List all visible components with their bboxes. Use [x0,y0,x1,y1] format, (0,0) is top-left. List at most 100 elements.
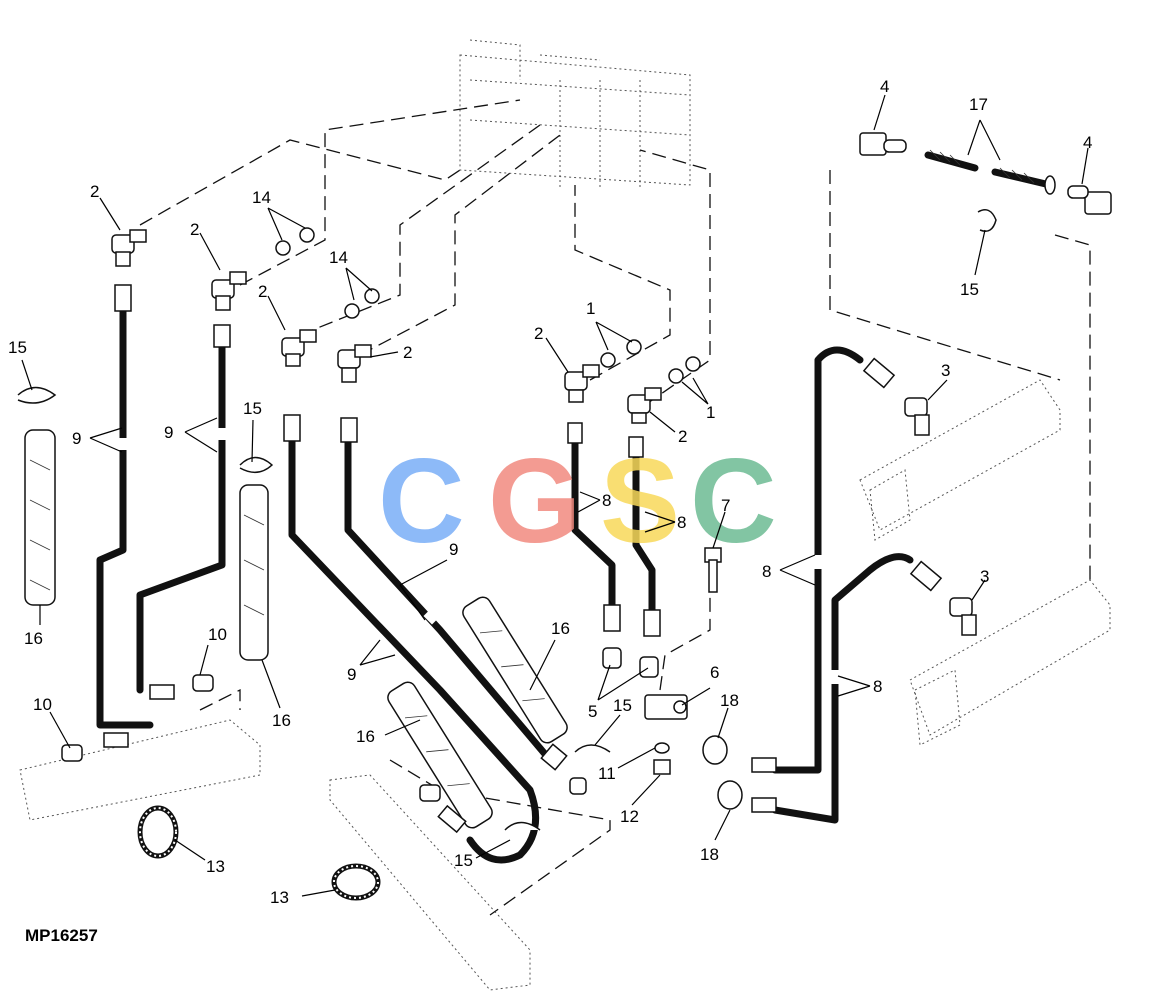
hose-clamp-13-a [137,805,179,859]
callout-9-c: 9 [449,540,458,559]
fitting-14-b [344,288,380,319]
hose-9-c [288,436,540,864]
callout-15-b: 15 [243,399,262,418]
callout-14-a: 14 [252,188,271,207]
watermark-letter-1: C [378,434,465,568]
callout-13-a: 13 [206,857,225,876]
callout-9-a: 9 [72,429,81,448]
callout-16-c: 16 [551,619,570,638]
fitting-14-a [275,227,315,256]
callout-7: 7 [721,496,730,515]
hose-17-b [991,168,1054,189]
fitting-2-a [111,229,147,267]
hose-8-b [632,446,656,619]
fitting-2-c [281,329,317,367]
fitting-bottom [419,777,587,802]
callout-3-lower: 3 [980,567,989,586]
sleeve-16-bottom [387,681,493,829]
callout-8-b: 8 [677,513,686,532]
hose-8-a [571,436,616,614]
hose-clamp-13-b [331,863,381,901]
clip-15-a [17,386,57,404]
leader-lines [21,94,1089,897]
hose-8-c [771,346,864,774]
fitting-2-b [211,271,247,311]
fitting-10-a [192,674,214,692]
fitting-1-a [600,339,642,368]
clip-15-e [977,209,997,232]
washer-11 [654,742,670,754]
cylinder-outline-upper [859,379,1061,541]
frame-outline-left [19,719,261,821]
fitting-2-d [337,344,372,383]
callout-2-e: 2 [534,324,543,343]
valve-block-outline [459,39,691,190]
hoses [96,151,1054,864]
callout-2-a: 2 [90,182,99,201]
figure-id: MP16257 [25,926,98,945]
callout-11: 11 [598,764,616,783]
fitting-4-b [1067,185,1112,215]
callout-15-e: 15 [960,280,979,299]
hose-9-d [344,436,554,764]
watermark-letter-4: C [690,434,777,568]
callout-5: 5 [588,702,597,721]
callout-9-d: 9 [347,665,356,684]
callout-16-b: 16 [272,711,291,730]
callout-8-d: 8 [873,677,882,696]
callout-18-b: 18 [700,845,719,864]
hose-9-a [96,306,154,729]
protective-sleeves [24,149,1056,829]
watermark-letter-3: S [600,434,680,568]
callout-1-upper: 1 [586,299,595,318]
callout-15-d: 15 [454,851,473,870]
callout-16-d: 16 [356,727,375,746]
callout-labels: 1 1 2 2 2 2 2 2 2 3 3 4 4 5 6 7 8 8 8 8 … [8,77,1092,907]
callout-6: 6 [710,663,719,682]
callout-9-b: 9 [164,423,173,442]
clip-15-c [574,744,611,753]
clip-15-b [239,456,274,474]
callout-13-b: 13 [270,888,289,907]
fitting-3-a [904,397,930,436]
callout-4-right: 4 [1083,133,1092,152]
sleeve-17 [929,149,1056,195]
callout-4-left: 4 [880,77,889,96]
hose-17-a [924,151,979,172]
hose-8-d [771,553,914,824]
callout-17: 17 [969,95,988,114]
fitting-3-b [949,597,977,636]
clamps [17,209,997,901]
cap-18-a [702,735,728,765]
nut-12 [653,759,671,775]
tee-block-6 [644,694,688,720]
callout-18-a: 18 [720,691,739,710]
hose-9-b [136,341,226,694]
watermark-letter-2: G [488,434,581,568]
cylinder-outline-lower [909,579,1111,746]
callout-3-upper: 3 [941,361,950,380]
callout-10-a: 10 [208,625,227,644]
fitting-4-a [859,132,907,156]
callout-2-b: 2 [190,220,199,239]
callout-16-a: 16 [24,629,43,648]
callout-1-lower: 1 [706,403,715,422]
callout-15-a: 15 [8,338,27,357]
fitting-1-b [668,356,701,384]
cap-18-b [717,780,743,810]
callout-12: 12 [620,807,639,826]
frame-outline-bottom [329,774,531,991]
callout-15-c: 15 [613,696,632,715]
callout-10-b: 10 [33,695,52,714]
callout-8-a: 8 [602,491,611,510]
sleeve-16-left [24,429,56,606]
sleeve-16-mid [239,484,269,661]
callout-2-c: 2 [258,282,267,301]
fitting-2-f [627,387,662,424]
hose-end-fittings [103,284,943,834]
fitting-2-e [564,364,600,403]
clip-15-d [504,821,541,831]
sleeve-16-right [462,596,568,744]
